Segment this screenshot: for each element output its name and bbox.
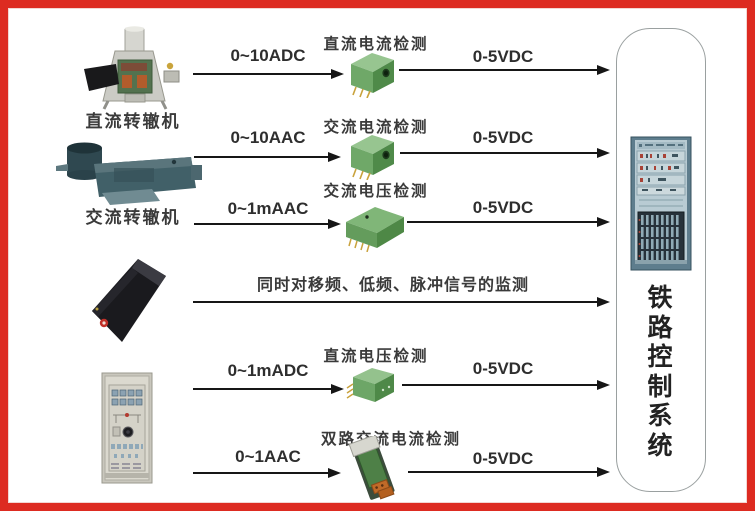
flow-arrow-monitoring — [193, 297, 610, 307]
dc-switch-machine-image — [80, 24, 188, 112]
flow-input-label-ac-current: 0~10AAC — [230, 128, 306, 147]
dc-voltage-detector-label: 直流电压检测 — [323, 348, 429, 365]
dual-ac-current-detector-image — [342, 436, 402, 502]
flow-input-label-dc-current: 0~10ADC — [230, 46, 306, 65]
ac-switch-machine-label: 交流转辙机 — [85, 208, 181, 227]
flow-arrow-input-2 — [194, 152, 341, 162]
railway-control-system-label: 铁路控制系统 — [647, 284, 673, 460]
flow-output-label-3: 0-5VDC — [472, 198, 534, 217]
dc-switch-machine-label: 直流转辙机 — [85, 112, 181, 131]
control-panel-image — [101, 372, 153, 484]
dc-current-detector-image — [346, 50, 398, 98]
flow-output-label-5: 0-5VDC — [472, 359, 534, 378]
flow-input-label-dual-ac: 0~1AAC — [235, 447, 301, 466]
ac-current-detector-label: 交流电流检测 — [323, 119, 429, 136]
multi-signal-monitoring-label: 同时对移频、低频、脉冲信号的监测 — [256, 277, 529, 294]
control-rack-image — [630, 136, 692, 271]
flow-arrow-output-1 — [399, 65, 610, 75]
flow-arrow-input-5 — [193, 384, 344, 394]
flow-arrow-output-2 — [400, 148, 610, 158]
flow-arrow-output-5 — [402, 380, 610, 390]
signal-equipment-image — [88, 253, 172, 345]
flow-arrow-output-6 — [408, 467, 610, 477]
flow-output-label-6: 0-5VDC — [472, 449, 534, 468]
flow-arrow-input-3 — [194, 219, 341, 229]
flow-output-label-2: 0-5VDC — [472, 128, 534, 147]
flow-arrow-input-1 — [193, 69, 344, 79]
dc-current-detector-label: 直流电流检测 — [323, 36, 429, 53]
ac-voltage-detector-image — [342, 202, 408, 252]
ac-voltage-detector-label: 交流电压检测 — [323, 183, 429, 200]
ac-switch-machine-image — [54, 135, 204, 209]
flow-arrow-output-3 — [407, 217, 610, 227]
flow-arrow-input-6 — [193, 468, 341, 478]
ac-current-detector-image — [346, 132, 398, 180]
flow-output-label-1: 0-5VDC — [472, 47, 534, 66]
flow-input-label-dc-voltage: 0~1mADC — [227, 361, 309, 380]
dc-voltage-detector-image — [345, 364, 399, 406]
flow-input-label-ac-voltage: 0~1mAAC — [227, 199, 309, 218]
